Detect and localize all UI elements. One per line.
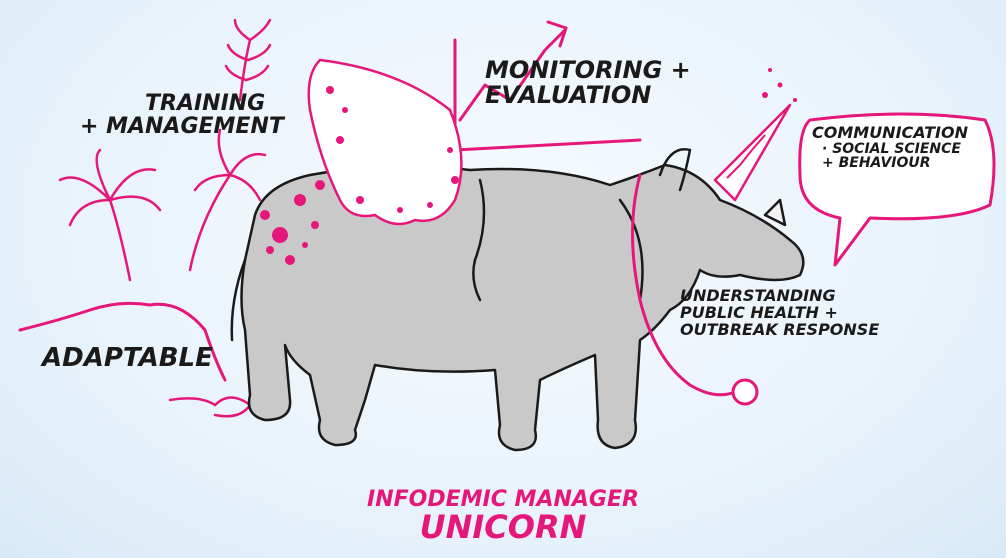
- understanding-line-3: OUTBREAK RESPONSE: [680, 319, 880, 339]
- page-title: INFODEMIC MANAGER UNICORN: [0, 488, 1006, 545]
- adaptable-label: ADAPTABLE: [42, 343, 213, 373]
- horn-icon: [713, 103, 792, 202]
- horn-stripes-icon: [726, 134, 766, 179]
- stethoscope-icon: [631, 173, 759, 406]
- squiggle-icon: [168, 396, 252, 418]
- monitoring-line-2: EVALUATION: [485, 81, 652, 110]
- training-label: TRAINING + MANAGEMENT: [80, 92, 284, 138]
- sparkle-dots-icon: [762, 68, 797, 102]
- communication-line-1: COMMUNICATION: [812, 123, 968, 142]
- pink-dots-icon: [260, 180, 325, 265]
- speech-bubble-icon: [798, 112, 996, 267]
- palm-plants-icon: [58, 18, 272, 282]
- communication-line-2: · SOCIAL SCIENCE: [822, 140, 961, 157]
- title-line-1: INFODEMIC MANAGER: [367, 487, 639, 512]
- monitoring-line-1: MONITORING +: [485, 56, 691, 84]
- communication-label: COMMUNICATION · SOCIAL SCIENCE + BEHAVIO…: [812, 123, 968, 172]
- understanding-line-2: PUBLIC HEALTH +: [680, 302, 838, 322]
- communication-line-3: + BEHAVIOUR: [822, 155, 931, 172]
- mountain-outline-icon: [18, 301, 227, 382]
- training-line-2: + MANAGEMENT: [80, 114, 284, 140]
- understanding-label: UNDERSTANDING PUBLIC HEALTH + OUTBREAK R…: [680, 286, 880, 339]
- wing-icon: [307, 58, 463, 226]
- title-line-2: UNICORN: [419, 508, 587, 547]
- understanding-line-1: UNDERSTANDING: [680, 286, 836, 305]
- wing-dots-icon: [326, 86, 459, 213]
- training-line-1: TRAINING: [145, 91, 266, 116]
- monitoring-label: MONITORING + EVALUATION: [485, 56, 691, 110]
- rhino-icon: [230, 148, 805, 452]
